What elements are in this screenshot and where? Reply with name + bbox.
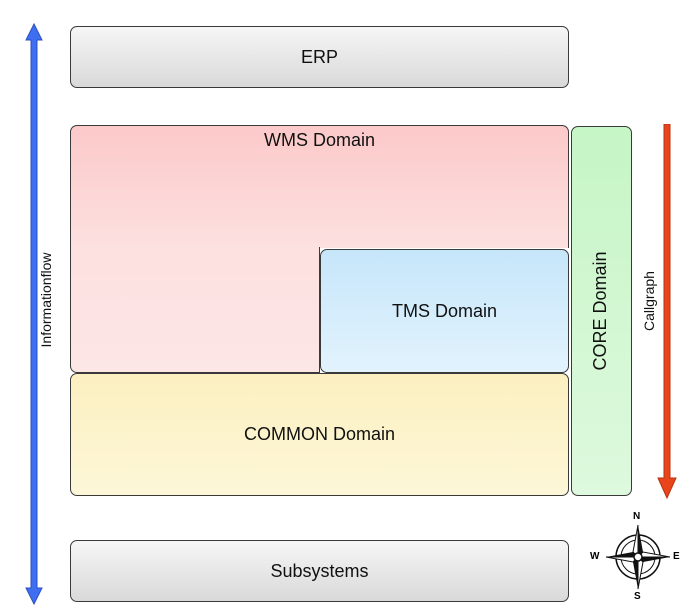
callgraph-arrow bbox=[657, 124, 677, 500]
informationflow-label: Informationflow bbox=[38, 252, 54, 348]
subsystems-label: Subsystems bbox=[270, 560, 369, 581]
wms-domain-lower-box bbox=[70, 247, 320, 373]
compass-north: N bbox=[633, 511, 641, 522]
compass-south: S bbox=[634, 591, 641, 602]
compass-west: W bbox=[590, 551, 600, 562]
tms-domain-label: TMS Domain bbox=[391, 300, 498, 321]
callgraph-label: Callgraph bbox=[641, 271, 657, 331]
compass-east: E bbox=[673, 551, 680, 562]
common-domain-label: COMMON Domain bbox=[243, 424, 395, 444]
informationflow-arrow bbox=[25, 22, 43, 606]
erp-box: ERP bbox=[70, 26, 569, 88]
wms-domain-label: WMS Domain bbox=[263, 130, 375, 150]
wms-domain-box bbox=[70, 125, 569, 248]
tms-domain-box: TMS Domain bbox=[320, 249, 569, 373]
core-domain-box bbox=[571, 126, 632, 496]
common-domain-box: COMMON Domain bbox=[70, 373, 569, 496]
subsystems-box: Subsystems bbox=[70, 540, 569, 602]
core-domain-label: CORE Domain bbox=[590, 251, 610, 371]
compass-rose-icon bbox=[605, 524, 671, 590]
erp-label: ERP bbox=[300, 46, 338, 67]
